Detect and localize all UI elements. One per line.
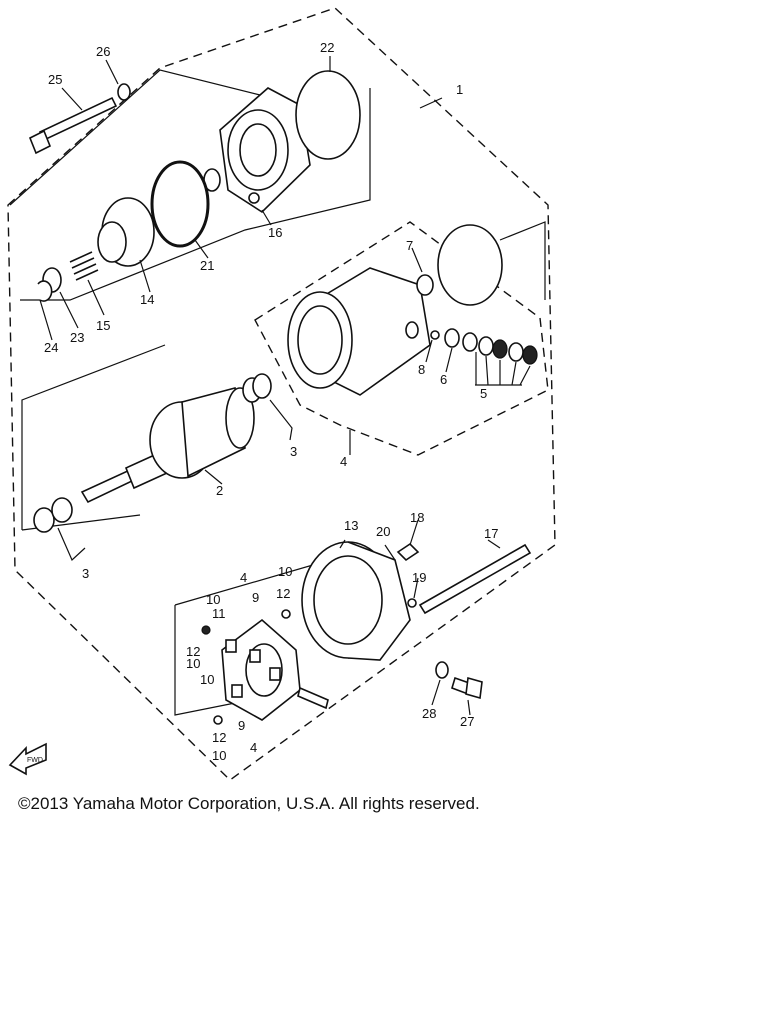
terminal-nut-7 (416, 274, 434, 296)
callout-20: 20 (376, 524, 390, 539)
callout-16: 16 (268, 225, 282, 240)
washer-26 (117, 83, 131, 101)
callout-3-upper: 3 (290, 444, 297, 459)
bolt-18 (396, 542, 420, 562)
assembly-boundary (7, 7, 556, 781)
leader-lines (39, 56, 501, 716)
brush-holder-assembly (221, 618, 329, 721)
callout-15: 15 (96, 318, 110, 333)
rear-cover-13 (301, 541, 411, 661)
spring-15 (69, 251, 99, 281)
starter-motor-exploded-diagram: FWD 1 2 3 3 4 4 4 5 6 7 8 9 9 10 10 10 1… (7, 7, 556, 781)
callout-11: 11 (212, 606, 226, 621)
brush-terminal-nut (201, 625, 211, 635)
rear-group-bracket (174, 559, 331, 716)
callout-21: 21 (200, 258, 214, 273)
callout-24: 24 (44, 340, 58, 355)
armature-group-bracket (21, 344, 166, 531)
callout-28: 28 (422, 706, 436, 721)
front-cover-16 (219, 87, 311, 214)
callout-1: 1 (456, 82, 463, 97)
gasket-22 (295, 70, 361, 160)
callout-10-b: 10 (206, 592, 220, 607)
washer-set-3-lower (33, 497, 86, 562)
bolt-25 (28, 96, 118, 155)
front-group-bracket (9, 69, 371, 301)
callout-9-upper: 9 (252, 590, 259, 605)
callout-18: 18 (410, 510, 424, 525)
callout-22: 22 (320, 40, 334, 55)
callouts: 1 2 3 3 4 4 4 5 6 7 8 9 9 10 10 10 10 10… (44, 40, 498, 763)
callout-10-d: 10 (200, 672, 214, 687)
callout-3-lower: 3 (82, 566, 89, 581)
washer-set-5-6 (444, 328, 538, 386)
armature-2 (80, 387, 255, 504)
callout-6: 6 (440, 372, 447, 387)
fwd-label: FWD (27, 757, 43, 764)
callout-26: 26 (96, 44, 110, 59)
bolt-27 (451, 676, 483, 700)
callout-17: 17 (484, 526, 498, 541)
callout-10-c: 10 (186, 656, 200, 671)
callout-4-yoke: 4 (340, 454, 347, 469)
callout-4-brush-bottom: 4 (250, 740, 257, 755)
callout-25: 25 (48, 72, 62, 87)
callout-10-e: 10 (212, 748, 226, 763)
brush-terminal-washer (213, 715, 223, 725)
yoke-4 (287, 267, 431, 396)
washer-28 (435, 661, 449, 679)
circlip-24 (37, 280, 53, 302)
o-ring-21 (150, 160, 210, 248)
gasket-bracket (499, 221, 546, 300)
callout-5: 5 (480, 386, 487, 401)
callout-9-lower: 9 (238, 718, 245, 733)
forward-arrow-icon: FWD (8, 742, 47, 776)
o-ring-19 (407, 598, 417, 608)
pinion-gear-14 (97, 197, 155, 267)
callout-27: 27 (460, 714, 474, 729)
callout-10-a: 10 (278, 564, 292, 579)
callout-7: 7 (406, 238, 413, 253)
callout-19: 19 (412, 570, 426, 585)
callout-23: 23 (70, 330, 84, 345)
callout-2: 2 (216, 483, 223, 498)
callout-4-brush-top: 4 (240, 570, 247, 585)
callout-14: 14 (140, 292, 154, 307)
copyright-notice: ©2013 Yamaha Motor Corporation, U.S.A. A… (18, 794, 480, 813)
callout-12-a: 12 (276, 586, 290, 601)
callout-8: 8 (418, 362, 425, 377)
terminal-gasket (437, 224, 503, 306)
long-bolt-17 (418, 543, 532, 615)
yoke-subassembly-boundary (254, 221, 549, 456)
brush-terminal-screw (281, 609, 291, 619)
callout-13: 13 (344, 518, 358, 533)
o-ring-8 (430, 330, 440, 340)
callout-12-b: 12 (186, 644, 200, 659)
washer-set-3-upper (242, 373, 293, 441)
callout-12-c: 12 (212, 730, 226, 745)
